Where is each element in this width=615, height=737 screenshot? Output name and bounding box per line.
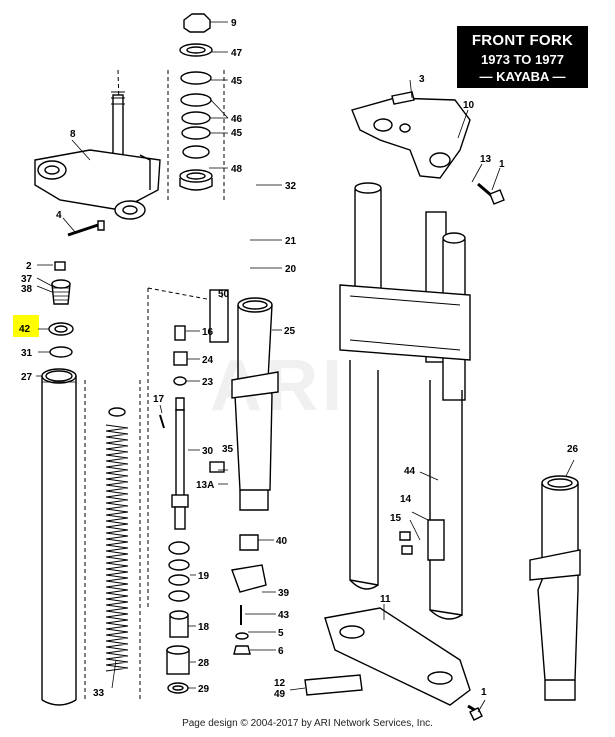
damper-rod-assembly — [159, 325, 189, 530]
title-line-3: — KAYABA — — [479, 69, 566, 84]
callout-11[interactable]: 11 — [380, 594, 391, 605]
callout-50[interactable]: 50 — [218, 289, 230, 300]
callout-5[interactable]: 5 — [278, 628, 284, 639]
callout-38[interactable]: 38 — [21, 284, 33, 295]
callout-12[interactable]: 12 — [274, 678, 286, 689]
assembled-fork — [339, 91, 471, 620]
steering-head-bearing-stack — [179, 13, 213, 191]
fender-brace — [324, 607, 471, 706]
valve-parts-stack — [166, 541, 190, 694]
callout-6[interactable]: 6 — [278, 646, 284, 657]
callout-27[interactable]: 27 — [21, 372, 33, 383]
callout-31[interactable]: 31 — [21, 348, 33, 359]
callout-17[interactable]: 17 — [153, 394, 165, 405]
callout-24[interactable]: 24 — [202, 355, 214, 366]
callout-9[interactable]: 9 — [231, 18, 237, 29]
callout-42[interactable]: 42 — [19, 324, 31, 335]
callout-1[interactable]: 1 — [499, 159, 505, 170]
title-line-2: 1973 TO 1977 — [481, 52, 564, 67]
title-line-1: FRONT FORK — [471, 32, 574, 49]
callout-2[interactable]: 2 — [26, 261, 32, 272]
callout-44[interactable]: 44 — [404, 466, 416, 477]
callout-40[interactable]: 40 — [276, 536, 288, 547]
callout-1[interactable]: 1 — [481, 687, 487, 698]
callout-21[interactable]: 21 — [285, 236, 297, 247]
fork-slider-right — [529, 475, 581, 701]
callout-20[interactable]: 20 — [285, 264, 297, 275]
callout-30[interactable]: 30 — [202, 446, 214, 457]
callout-43[interactable]: 43 — [278, 610, 290, 621]
callout-35[interactable]: 35 — [222, 444, 234, 455]
callout-47[interactable]: 47 — [231, 48, 243, 59]
callout-29[interactable]: 29 — [198, 684, 210, 695]
callout-13[interactable]: 13 — [480, 154, 492, 165]
callout-15[interactable]: 15 — [390, 513, 402, 524]
highlight-part-42 — [13, 315, 39, 337]
callout-28[interactable]: 28 — [198, 658, 210, 669]
callout-33[interactable]: 33 — [93, 688, 105, 699]
callout-23[interactable]: 23 — [202, 377, 214, 388]
copyright-footer: Page design © 2004-2017 by ARI Network S… — [182, 718, 433, 729]
callout-10[interactable]: 10 — [463, 100, 475, 111]
callout-14[interactable]: 14 — [400, 494, 412, 505]
leader-lines — [36, 21, 575, 713]
callout-16[interactable]: 16 — [202, 327, 214, 338]
lower-fork-bracket — [34, 91, 161, 220]
diagram-title-box: FRONT FORK 1973 TO 1977 — KAYABA — — [457, 26, 588, 88]
callout-4[interactable]: 4 — [56, 210, 62, 221]
callout-3[interactable]: 3 — [419, 74, 425, 85]
callout-48[interactable]: 48 — [231, 164, 243, 175]
callout-46[interactable]: 46 — [231, 114, 243, 125]
fork-spring — [84, 380, 141, 700]
fork-slider-left — [209, 289, 279, 655]
callout-45[interactable]: 45 — [231, 128, 243, 139]
fork-cap-parts — [48, 261, 74, 358]
callout-13a[interactable]: 13A — [196, 480, 214, 491]
fork-tube — [41, 368, 77, 706]
callout-19[interactable]: 19 — [198, 571, 210, 582]
callout-32[interactable]: 32 — [285, 181, 297, 192]
callout-26[interactable]: 26 — [567, 444, 579, 455]
callout-37[interactable]: 37 — [21, 274, 33, 285]
callout-18[interactable]: 18 — [198, 622, 210, 633]
callout-49[interactable]: 49 — [274, 689, 286, 700]
callout-8[interactable]: 8 — [70, 129, 76, 140]
callout-labels: 9474546454832212084237384231275016242325… — [19, 18, 579, 700]
callout-39[interactable]: 39 — [278, 588, 290, 599]
callout-25[interactable]: 25 — [284, 326, 296, 337]
callout-45[interactable]: 45 — [231, 76, 243, 87]
